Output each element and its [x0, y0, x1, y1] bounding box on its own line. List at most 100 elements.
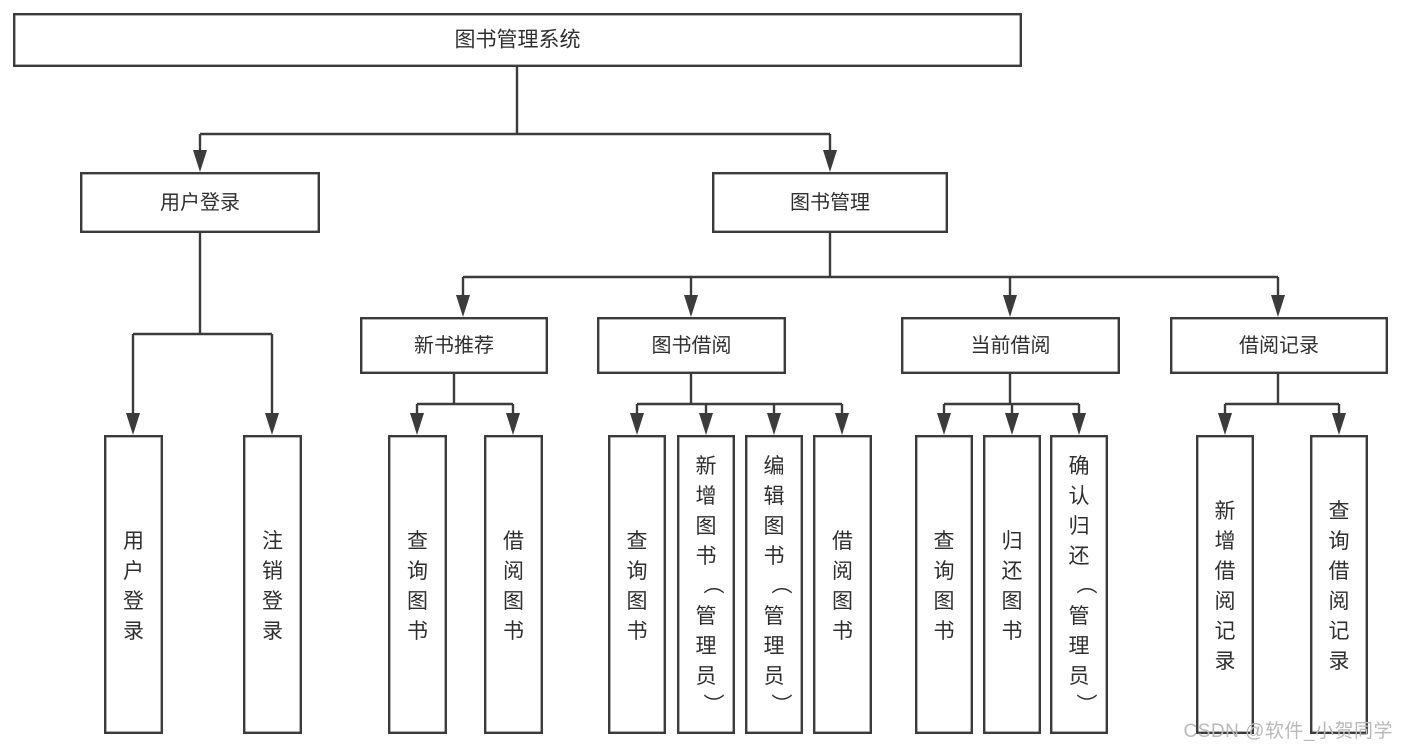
node-label: 图书管理 [790, 191, 870, 214]
node-label: 图书借阅 [652, 334, 732, 357]
leaf-label-char: 还 [1002, 560, 1023, 583]
leaf-label-char: 图 [407, 590, 428, 613]
node-box [677, 435, 736, 735]
leaf-label-char: 登 [123, 590, 144, 613]
leaf-label-char: 书 [696, 545, 717, 568]
node-label: 借阅记录 [1239, 334, 1319, 357]
leaf-label-char: 查 [407, 530, 428, 553]
arrow-head-icon [1072, 413, 1086, 435]
leaf-label-char: 书 [407, 620, 428, 643]
leaf-label-char: 户 [123, 560, 144, 583]
leaf-label-char: 借 [503, 530, 524, 553]
leaf-label-char: 图 [627, 590, 648, 613]
leaf-label-char: 借 [1215, 560, 1236, 583]
node-borrow-record[interactable]: 借阅记录 [1169, 317, 1388, 375]
leaf-label-char: 注 [262, 530, 283, 553]
connector-bus-book-borrow [630, 374, 849, 435]
leaf-label-char: 理 [1069, 635, 1090, 658]
leaf-label-char: 员 [696, 665, 717, 688]
arrow-head-icon [699, 413, 713, 435]
node-label: 用户登录 [160, 191, 240, 214]
arrow-head-icon [193, 150, 207, 172]
node-box [915, 435, 974, 735]
node-box [242, 435, 302, 735]
node-box [712, 171, 949, 233]
node-root[interactable]: 图书管理系统 [12, 12, 1022, 67]
node-box [388, 435, 448, 735]
leaf-label-char: 录 [1329, 650, 1350, 673]
leaf-label-char: 借 [1329, 560, 1350, 583]
leaf-label-char: 询 [1329, 530, 1350, 553]
node-box [1169, 317, 1388, 375]
leaf-label-char: （ [701, 573, 724, 594]
arrow-head-icon [506, 413, 520, 435]
node-user-login[interactable]: 用户登录 [79, 171, 321, 233]
leaf-label-char: 辑 [764, 485, 785, 508]
leaf-label-char: 查 [627, 530, 648, 553]
leaf-label-char: 管 [696, 605, 717, 628]
connectors-layer [126, 67, 1346, 435]
leaf-label-char: 阅 [1215, 590, 1236, 613]
node-label: 新书推荐 [414, 334, 494, 357]
leaf-label-char: 还 [1069, 545, 1090, 568]
leaf-label-char: ） [701, 693, 724, 714]
leaf-label-char: 增 [696, 485, 717, 508]
leaf-label-char: 图 [1002, 590, 1023, 613]
leaf-label-char: 理 [696, 635, 717, 658]
node-new-book-recommend[interactable]: 新书推荐 [360, 317, 549, 375]
connector-bus-borrow-record [1218, 374, 1346, 435]
arrow-head-icon [823, 150, 837, 172]
leaf-label-char: 图 [764, 515, 785, 538]
connector-bus-user-login [126, 233, 279, 435]
leaf-label-char: 认 [1069, 485, 1090, 508]
leaf-label-char: 录 [262, 620, 283, 643]
leaf-label-char: 员 [1069, 665, 1090, 688]
node-box [597, 317, 787, 375]
leaf-label-char: ） [769, 693, 792, 714]
leaf-label-char: 用 [123, 530, 144, 553]
leaf-label-char: 阅 [832, 560, 853, 583]
leaf-label-char: 查 [934, 530, 955, 553]
leaf-label-char: 增 [1215, 530, 1236, 553]
leaf-label-char: 录 [1215, 650, 1236, 673]
arrow-head-icon [126, 413, 140, 435]
node-book-borrow[interactable]: 图书借阅 [597, 317, 787, 375]
leaf-label-char: 阅 [1329, 590, 1350, 613]
connector-bus-root [193, 67, 837, 172]
leaf-label-char: 归 [1002, 530, 1023, 553]
node-book-manage[interactable]: 图书管理 [712, 171, 949, 233]
node-box [103, 435, 163, 735]
leaf-label-char: 管 [764, 605, 785, 628]
leaf-label-char: 询 [627, 560, 648, 583]
node-box [484, 435, 544, 735]
arrow-head-icon [937, 413, 951, 435]
arrow-head-icon [1332, 413, 1346, 435]
leaf-label-char: 员 [764, 665, 785, 688]
node-current-borrow[interactable]: 当前借阅 [901, 317, 1121, 375]
arrow-head-icon [767, 413, 781, 435]
arrow-head-icon [410, 413, 424, 435]
arrow-head-icon [456, 295, 470, 317]
leaf-label-char: ） [1074, 693, 1097, 714]
leaf-label-char: 询 [934, 560, 955, 583]
nodes-layer: 图书管理系统用户登录图书管理新书推荐图书借阅当前借阅借阅记录用户登录注销登录查询… [12, 12, 1388, 735]
leaf-label-char: 图 [503, 590, 524, 613]
leaf-label-char: 管 [1069, 605, 1090, 628]
leaf-label-char: 图 [696, 515, 717, 538]
leaf-node-leaf-user-login[interactable]: 用户登录 [103, 435, 163, 735]
leaf-label-char: 确 [1069, 455, 1090, 478]
